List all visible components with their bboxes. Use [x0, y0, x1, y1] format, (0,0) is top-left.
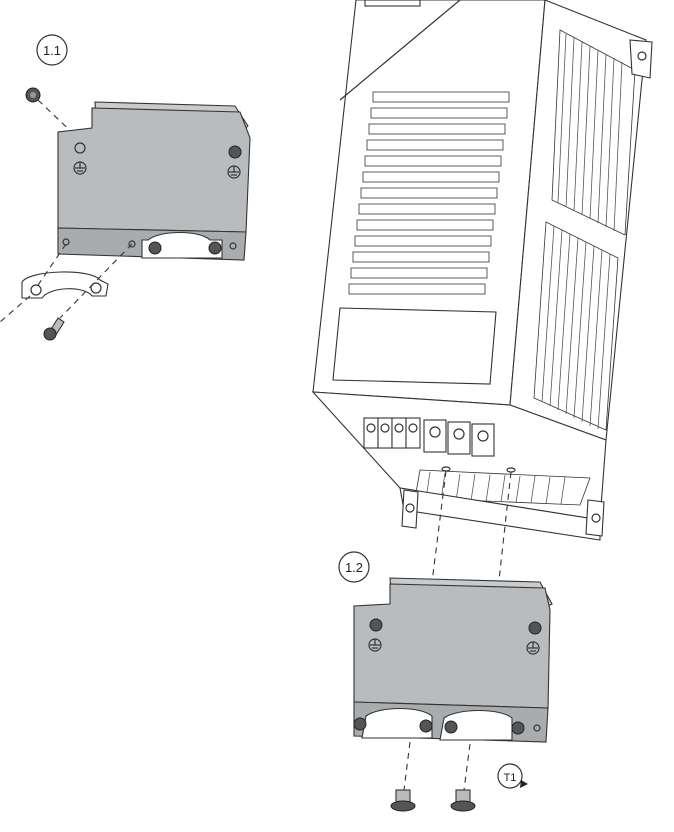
- bottom-vent-grille: [414, 469, 591, 506]
- front-vent-slots: [348, 91, 510, 295]
- clamp-screw: [43, 317, 65, 341]
- ground-symbol-icon: [526, 641, 540, 655]
- ground-symbol-icon: [368, 638, 382, 652]
- side-vent-grille-lower: [533, 221, 619, 431]
- terminal-block: [363, 417, 495, 457]
- emc-plate-1-2: [353, 577, 553, 743]
- torque-callout-t1-label: T1: [504, 772, 517, 784]
- front-label-panel: [332, 307, 497, 385]
- step-callout-1-2-label: 1.2: [345, 560, 363, 575]
- mounting-ear-top: [629, 39, 653, 79]
- side-vent-grille-upper: [551, 29, 636, 236]
- step-callout-1-1-label: 1.1: [43, 43, 61, 58]
- step-callout-1-1: 1.1: [36, 34, 68, 66]
- step-callout-1-2: 1.2: [338, 551, 370, 583]
- cable-clamp-loose: [21, 271, 109, 299]
- emc-plate-1-1: [57, 101, 251, 261]
- mounting-screw-left: [390, 789, 416, 812]
- bottom-mounting-flange: [399, 487, 601, 541]
- clockwise-arrow-icon: [520, 780, 528, 788]
- drive-housing: [311, 0, 653, 541]
- ground-symbol-icon: [73, 161, 87, 175]
- ground-symbol-icon: [227, 165, 241, 179]
- torque-callout-t1: T1: [497, 763, 528, 789]
- screw-top: [25, 87, 41, 103]
- mounting-screw-right: [450, 789, 476, 812]
